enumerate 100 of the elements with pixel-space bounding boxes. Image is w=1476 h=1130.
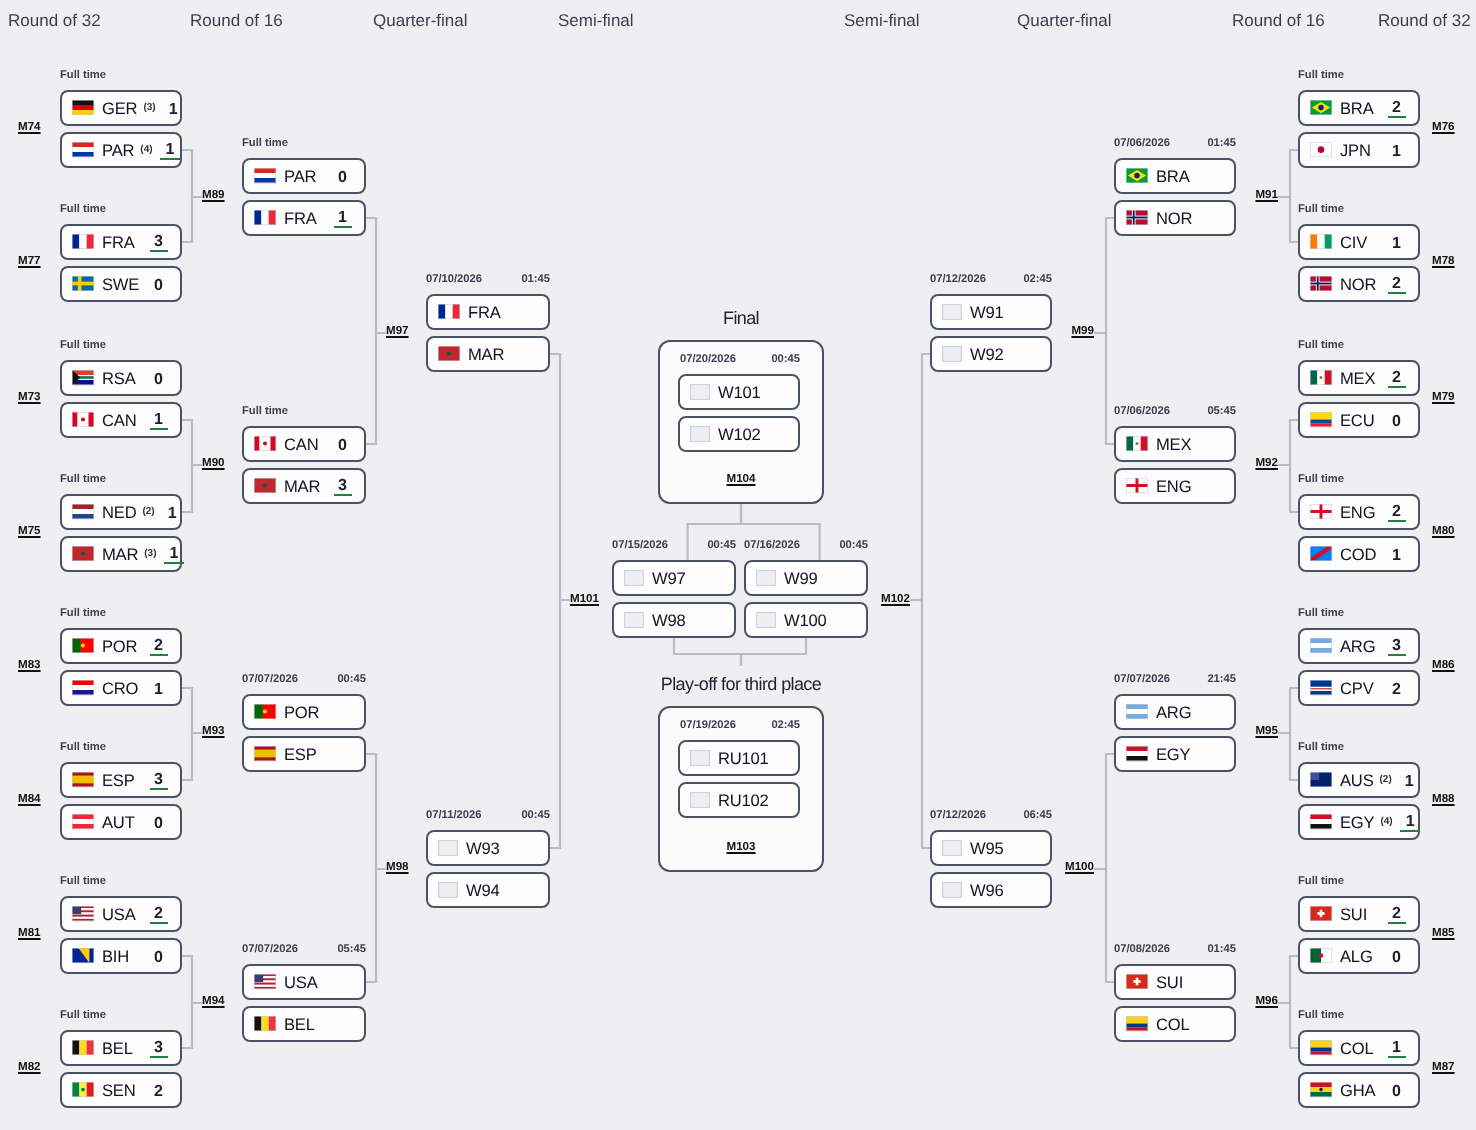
team-code: ALG xyxy=(1340,947,1373,965)
team-slot xyxy=(426,336,550,372)
team-slot xyxy=(1298,536,1420,572)
team-slot xyxy=(60,804,182,840)
team-slot xyxy=(1298,402,1420,438)
team-slot xyxy=(242,426,366,462)
team-code: SWE xyxy=(102,275,140,293)
bracket-line xyxy=(366,867,386,984)
team-slot xyxy=(60,762,182,798)
team-slot xyxy=(930,294,1052,330)
bracket-line xyxy=(1278,1001,1298,1050)
team-slot xyxy=(60,938,182,974)
round-heading: Quarter-final xyxy=(373,10,468,30)
team-slot xyxy=(60,494,182,530)
team-slot xyxy=(1298,90,1420,126)
team-slot xyxy=(1298,224,1420,260)
team-slot xyxy=(1114,694,1236,730)
team-code: NOR xyxy=(1340,275,1377,293)
score: 2 xyxy=(149,904,168,924)
team-code: BEL xyxy=(102,1039,133,1057)
team-slot xyxy=(678,374,800,410)
team-slot xyxy=(1114,468,1236,504)
section-heading: Play-off for third place xyxy=(660,672,822,696)
team-code: PAR xyxy=(102,141,135,159)
team-code: NED xyxy=(102,503,137,521)
team-slot xyxy=(1298,938,1420,974)
team-slot xyxy=(1298,1072,1420,1108)
team-slot xyxy=(426,830,550,866)
team-slot xyxy=(1298,266,1420,302)
team-slot xyxy=(678,416,800,452)
team-slot xyxy=(1298,1030,1420,1066)
team-code: SEN xyxy=(102,1081,136,1099)
team-slot xyxy=(612,602,736,638)
team-slot xyxy=(1298,670,1420,706)
team-code: RU102 xyxy=(718,791,769,809)
team-code: BIH xyxy=(102,947,130,965)
round-heading: Semi-final xyxy=(844,10,920,30)
round-heading: Quarter-final xyxy=(1017,10,1112,30)
team-code: CRO xyxy=(102,679,139,697)
team-code: ENG xyxy=(1156,477,1192,495)
team-code: RU101 xyxy=(718,749,769,767)
score: 1 xyxy=(1390,233,1403,251)
team-slot xyxy=(242,736,366,772)
team-code: CPV xyxy=(1340,679,1374,697)
team-slot xyxy=(60,360,182,396)
team-slot xyxy=(426,294,550,330)
team-slot xyxy=(60,1072,182,1108)
score: 1 xyxy=(152,679,165,697)
team-code: ENG xyxy=(1340,503,1376,521)
team-slot xyxy=(1298,628,1420,664)
score: 1 xyxy=(1402,771,1416,789)
team-slot xyxy=(1298,494,1420,530)
team-code: MEX xyxy=(1340,369,1376,387)
round-heading: Round of 32 xyxy=(1378,10,1471,30)
team-slot xyxy=(426,872,550,908)
score: 2 xyxy=(152,1081,165,1099)
team-slot xyxy=(744,560,868,596)
score: 2 xyxy=(1387,502,1406,522)
score: 0 xyxy=(1390,947,1403,965)
team-slot xyxy=(1298,762,1420,798)
team-code: NOR xyxy=(1156,209,1193,227)
team-code: FRA xyxy=(468,303,501,321)
team-code: CAN xyxy=(284,435,319,453)
team-code: JPN xyxy=(1340,141,1371,159)
team-slot xyxy=(1298,896,1420,932)
team-code: W92 xyxy=(970,345,1004,363)
bracket-line xyxy=(739,504,821,560)
team-code: W99 xyxy=(784,569,818,587)
score: 1 xyxy=(1390,545,1403,563)
team-slot xyxy=(242,964,366,1000)
team-code: MAR xyxy=(102,545,139,563)
team-code: MEX xyxy=(1156,435,1192,453)
team-code: MAR xyxy=(284,477,321,495)
team-code: ECU xyxy=(1340,411,1375,429)
score: 2 xyxy=(149,636,168,656)
score: 3 xyxy=(149,232,168,252)
team-code: GHA xyxy=(1340,1081,1376,1099)
score: 1 xyxy=(165,503,179,521)
team-slot xyxy=(60,132,182,168)
score: 3 xyxy=(333,476,352,496)
team-slot xyxy=(1114,200,1236,236)
team-code: W97 xyxy=(652,569,686,587)
team-code: ARG xyxy=(1340,637,1376,655)
score: 0 xyxy=(336,435,349,453)
bracket-line xyxy=(366,331,386,446)
score: 0 xyxy=(336,167,349,185)
bracket-line xyxy=(1094,331,1114,446)
team-code: BRA xyxy=(1156,167,1190,185)
team-code: POR xyxy=(102,637,138,655)
bracket-line xyxy=(739,638,808,666)
bracket-line xyxy=(1094,867,1114,984)
bracket-line xyxy=(1278,731,1298,782)
team-code: COL xyxy=(1340,1039,1374,1057)
team-slot xyxy=(744,602,868,638)
team-code: CIV xyxy=(1340,233,1368,251)
bracket-line xyxy=(182,463,202,514)
team-slot xyxy=(1114,736,1236,772)
score: 1 xyxy=(149,410,168,430)
score: 3 xyxy=(1387,636,1406,656)
team-slot xyxy=(1298,132,1420,168)
